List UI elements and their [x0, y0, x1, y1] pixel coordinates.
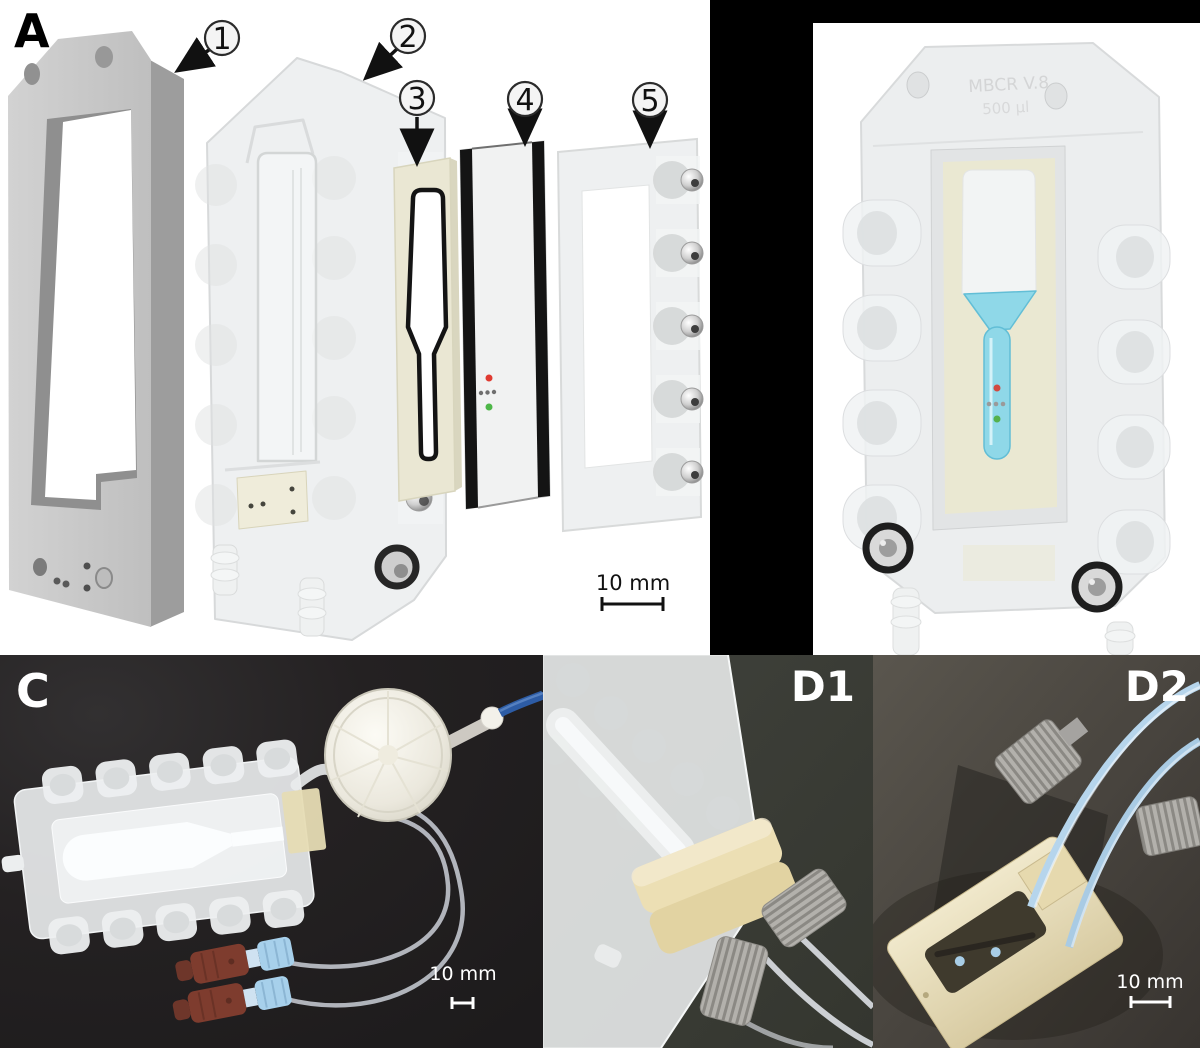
gasket-cutout — [405, 187, 449, 462]
part2-chamber-body — [195, 57, 447, 641]
tubing-loop — [285, 802, 465, 1008]
side-bumps-right — [1097, 224, 1171, 575]
panel-a-exploded-view: 1 2 3 4 5 1 — [0, 0, 710, 655]
knurled-fitting — [699, 936, 769, 1026]
device-corner-closeup — [543, 655, 767, 1048]
part4-glass-slide — [459, 140, 551, 510]
hose-barb — [210, 544, 240, 596]
scalebar-a-label: 10 mm — [596, 571, 670, 595]
callout-number: 4 — [515, 83, 534, 118]
panel-c-photo: 10 mm C — [0, 655, 543, 1048]
divider-black-band — [710, 0, 813, 655]
red-marker-dot — [993, 384, 1001, 392]
knurled-fitting — [1135, 796, 1200, 857]
port-block — [281, 788, 327, 854]
callout-number: 2 — [398, 20, 417, 55]
luer-ring — [480, 706, 504, 730]
liquid-taper — [963, 290, 1037, 331]
assembled-device-photo — [1, 739, 327, 955]
bolt-hole — [1044, 82, 1068, 110]
red-marker-dot — [485, 374, 493, 382]
knurled-fitting — [761, 868, 847, 948]
tubing-loop — [289, 812, 451, 969]
scalebar-d2: 10 mm — [1116, 971, 1184, 1008]
tubing — [1027, 681, 1200, 909]
boss-row-top — [41, 739, 298, 804]
tubing — [755, 947, 873, 1048]
bolt-hole — [906, 71, 930, 99]
callout-4: 4 — [506, 80, 544, 147]
callout-number: 1 — [212, 22, 231, 57]
thumbscrew-knob — [862, 522, 914, 574]
syringe-filter — [290, 688, 543, 822]
part3-gasket — [393, 157, 462, 502]
embossed-text-line2: 500 µl — [982, 98, 1030, 118]
green-marker-dot — [485, 403, 493, 411]
assembled-device: MBCR V.8 500 µl — [842, 42, 1171, 655]
embossed-text-line1: MBCR V.8 — [968, 73, 1050, 97]
scalebar-a: 10 mm — [596, 571, 670, 611]
callout-2: 2 — [362, 17, 427, 81]
boss-row-bottom — [48, 889, 305, 955]
scalebar-c-label: 10 mm — [429, 963, 496, 985]
black-top-strip — [813, 0, 1200, 23]
bolt-hole — [95, 46, 113, 68]
tubing — [1065, 737, 1200, 949]
blue-cable — [497, 690, 543, 717]
panel-d2-photo: 10 mm D2 — [873, 655, 1200, 1048]
panel-b-assembled-render: MBCR V.8 500 µl — [813, 0, 1200, 655]
grey-marker-dots — [986, 401, 1006, 407]
inner-chamber — [256, 151, 318, 463]
port-bosses — [195, 156, 356, 526]
green-marker-dot — [993, 415, 1001, 423]
bolt-hole — [24, 63, 40, 85]
luer-connector — [175, 936, 295, 984]
hose-barb — [890, 587, 922, 655]
knurled-fitting — [994, 717, 1089, 804]
luer-connectors — [172, 936, 295, 1023]
panel-a-label: A — [14, 4, 50, 58]
hose-barb — [594, 944, 622, 968]
hose-barb — [297, 577, 327, 637]
keyhole-channel — [62, 822, 233, 881]
part5-back-frame — [556, 137, 704, 533]
liquid-tube — [983, 326, 1011, 460]
panel-d2-label: D2 — [1125, 662, 1189, 711]
scalebar-d2-label: 10 mm — [1116, 971, 1183, 993]
scalebar-c: 10 mm — [429, 963, 497, 1009]
channel-headspace — [961, 169, 1037, 295]
grey-marker-dots — [478, 389, 497, 396]
panel-d1-photo: D1 — [543, 655, 873, 1048]
panel-d1-label: D1 — [791, 662, 855, 711]
callout-5: 5 — [631, 81, 669, 149]
luer-connector — [172, 976, 292, 1023]
thumbscrew-knob — [1071, 561, 1123, 613]
thumbscrew-knob — [374, 544, 420, 590]
part1-clamp-plate — [8, 31, 184, 627]
frame-screws — [653, 156, 704, 496]
hose-barb — [1, 854, 25, 873]
panel-c-label: C — [16, 664, 50, 718]
callout-number: 3 — [407, 82, 426, 117]
callout-3: 3 — [398, 79, 436, 167]
port-block-closeup — [631, 817, 799, 954]
callout-number: 5 — [640, 84, 659, 119]
port-block — [236, 470, 309, 530]
callout-1: 1 — [174, 19, 241, 73]
callouts: 1 2 3 4 5 — [174, 17, 669, 167]
hose-barb — [1104, 621, 1136, 655]
